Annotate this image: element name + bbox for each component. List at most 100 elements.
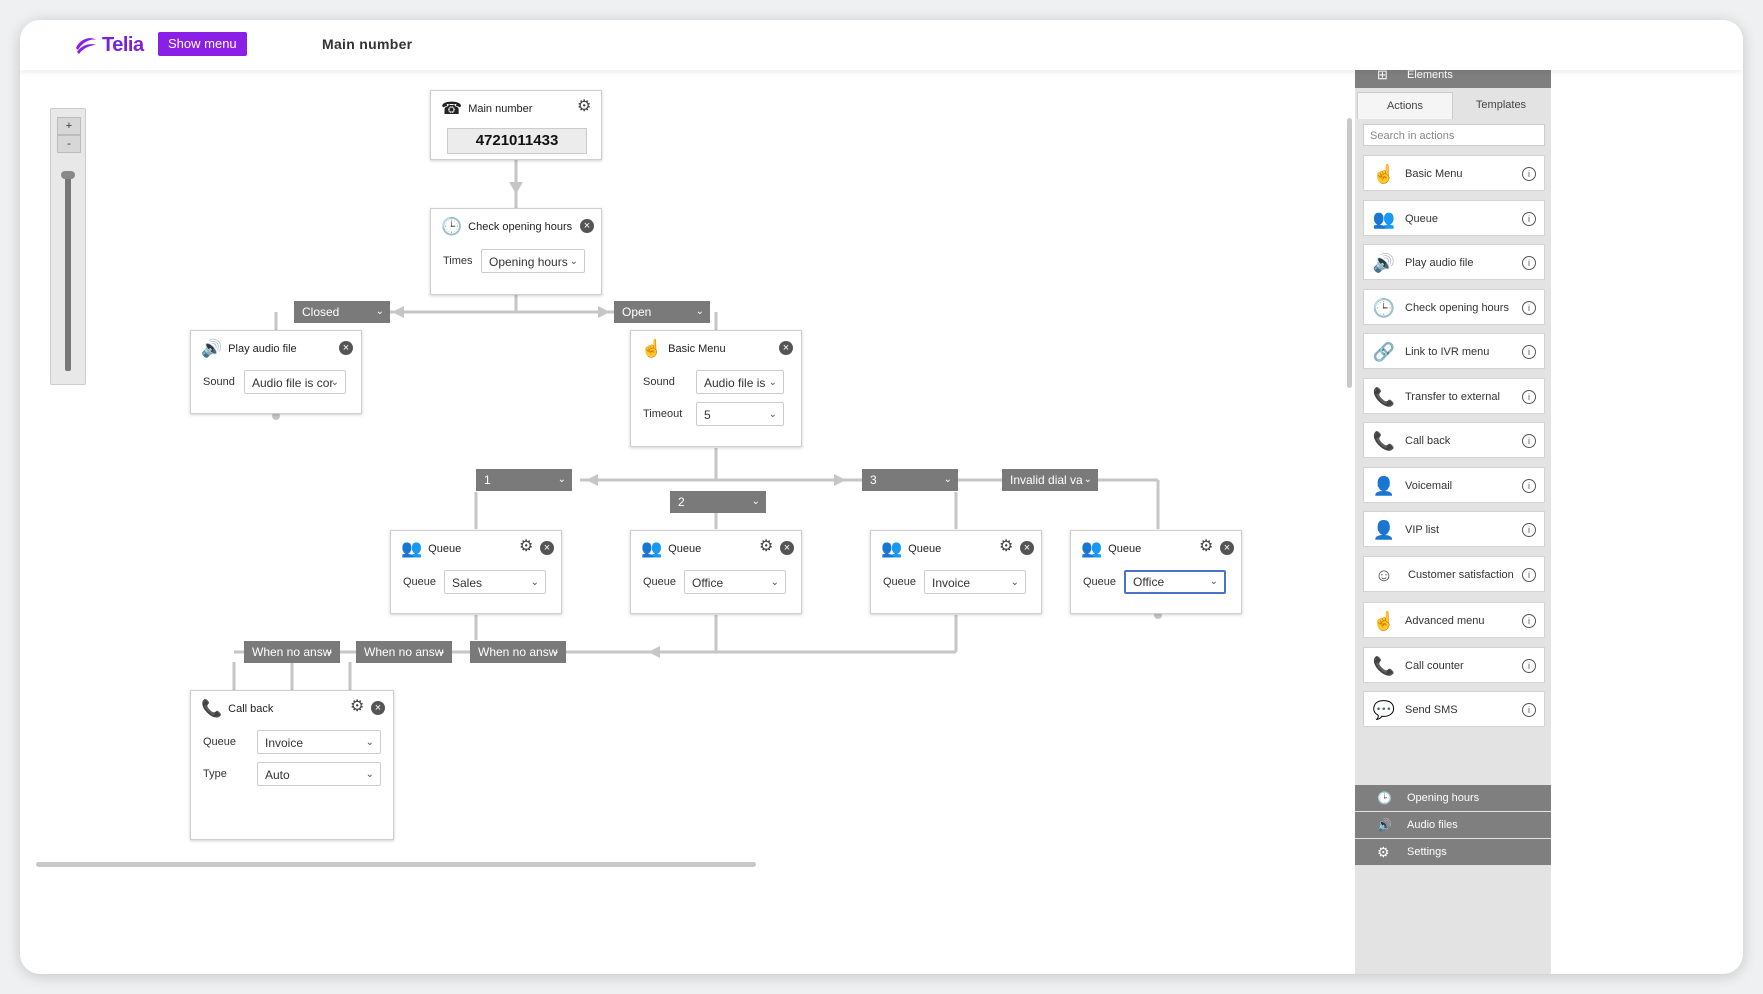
- action-link-to-ivr-menu[interactable]: 🔗 Link to IVR menu i: [1363, 333, 1545, 369]
- times-value: Opening hours: [489, 255, 568, 269]
- vertical-scrollbar[interactable]: [1347, 118, 1352, 388]
- queue-select[interactable]: Invoice ⌄: [257, 730, 381, 754]
- chevron-down-icon: ⌄: [330, 377, 339, 388]
- action-queue[interactable]: 👥 Queue i: [1363, 200, 1545, 236]
- action-vip-list[interactable]: 👤 VIP list i: [1363, 511, 1545, 547]
- action-basic-menu[interactable]: ☝ Basic Menu i: [1363, 155, 1545, 191]
- action-advanced-menu[interactable]: ☝ Advanced menu i: [1363, 602, 1545, 638]
- zoom-out-button[interactable]: -: [57, 135, 81, 153]
- zoom-in-button[interactable]: +: [57, 117, 81, 135]
- branch-invalid[interactable]: Invalid dial va ⌄: [1002, 469, 1098, 491]
- link-icon: 🔗: [1372, 342, 1396, 362]
- action-send-sms[interactable]: 💬 Send SMS i: [1363, 691, 1545, 727]
- play-audio-file-node[interactable]: 🔊 Play audio file × Sound Audio file is …: [190, 330, 362, 414]
- clock-icon: 🕒: [1372, 298, 1396, 318]
- action-transfer-to-external[interactable]: 📞 Transfer to external i: [1363, 378, 1545, 414]
- smiley-icon: ☺: [1374, 565, 1394, 585]
- queue-node-4[interactable]: 👥 Queue ⚙ × Queue Office ⌄: [1070, 530, 1242, 614]
- info-icon[interactable]: i: [1522, 568, 1536, 582]
- check-opening-hours-node[interactable]: 🕒 Check opening hours × Times Opening ho…: [430, 208, 602, 295]
- node-title: Play audio file: [228, 343, 297, 355]
- info-icon[interactable]: i: [1522, 479, 1536, 493]
- close-icon[interactable]: ×: [339, 341, 353, 355]
- settings-panel[interactable]: ⚙ Settings: [1355, 839, 1551, 865]
- queue-node-1[interactable]: 👥 Queue ⚙ × Queue Sales ⌄: [390, 530, 562, 614]
- node-title: Call back: [228, 703, 274, 715]
- info-icon[interactable]: i: [1522, 390, 1536, 404]
- sound-select[interactable]: Audio file is ⌄: [696, 370, 784, 394]
- gear-icon[interactable]: ⚙: [577, 98, 592, 115]
- action-call-back[interactable]: 📞 Call back i: [1363, 422, 1545, 458]
- queue-node-3[interactable]: 👥 Queue ⚙ × Queue Invoice ⌄: [870, 530, 1042, 614]
- logo-text: Telia: [102, 33, 144, 56]
- info-icon[interactable]: i: [1522, 256, 1536, 270]
- branch-no-answer-3[interactable]: When no answ ⌄: [470, 641, 566, 663]
- close-icon[interactable]: ×: [1020, 541, 1034, 555]
- opening-hours-panel[interactable]: 🕒 Opening hours: [1355, 785, 1551, 811]
- gear-icon[interactable]: ⚙: [759, 538, 774, 555]
- branch-2[interactable]: 2 ⌄: [670, 491, 766, 513]
- branch-open[interactable]: Open ⌄: [614, 301, 710, 323]
- sound-select[interactable]: Audio file is cor ⌄: [244, 370, 346, 394]
- branch-closed[interactable]: Closed ⌄: [294, 301, 390, 323]
- action-check-opening-hours[interactable]: 🕒 Check opening hours i: [1363, 289, 1545, 325]
- action-voicemail[interactable]: 👤 Voicemail i: [1363, 467, 1545, 503]
- panel-label: Opening hours: [1407, 792, 1480, 804]
- gear-icon[interactable]: ⚙: [519, 538, 534, 555]
- queue-select[interactable]: Office ⌄: [1124, 570, 1226, 594]
- show-menu-button[interactable]: Show menu: [158, 32, 247, 56]
- horizontal-scrollbar[interactable]: [36, 862, 756, 867]
- branch-3[interactable]: 3 ⌄: [862, 469, 958, 491]
- info-icon[interactable]: i: [1522, 703, 1536, 717]
- times-select[interactable]: Opening hours ⌄: [481, 249, 585, 273]
- action-call-counter[interactable]: 📞 Call counter i: [1363, 647, 1545, 683]
- zoom-slider-track[interactable]: [65, 171, 71, 371]
- telia-logo[interactable]: Telia: [74, 32, 144, 58]
- info-icon[interactable]: i: [1522, 301, 1536, 315]
- panel-label: Audio files: [1407, 819, 1458, 831]
- info-icon[interactable]: i: [1522, 523, 1536, 537]
- close-icon[interactable]: ×: [371, 701, 385, 715]
- gear-icon[interactable]: ⚙: [1199, 538, 1214, 555]
- close-icon[interactable]: ×: [779, 341, 793, 355]
- queue-node-2[interactable]: 👥 Queue ⚙ × Queue Office ⌄: [630, 530, 802, 614]
- call-back-node[interactable]: 📞 Call back ⚙ × Queue Invoice ⌄ Type Aut…: [190, 690, 394, 840]
- main-number-node[interactable]: ☎ Main number ⚙ 4721011433: [430, 90, 602, 160]
- info-icon[interactable]: i: [1522, 659, 1536, 673]
- zoom-slider-handle[interactable]: [61, 171, 75, 179]
- tab-templates[interactable]: Templates: [1475, 99, 1527, 111]
- gear-icon[interactable]: ⚙: [350, 698, 365, 715]
- close-icon[interactable]: ×: [540, 541, 554, 555]
- audio-files-panel[interactable]: 🔊 Audio files: [1355, 812, 1551, 838]
- tab-actions[interactable]: Actions: [1357, 92, 1453, 119]
- branch-label: When no answ: [364, 645, 444, 659]
- close-icon[interactable]: ×: [580, 219, 594, 233]
- close-icon[interactable]: ×: [1220, 541, 1234, 555]
- branch-no-answer-1[interactable]: When no answ ⌄: [244, 641, 340, 663]
- queue-select[interactable]: Invoice ⌄: [924, 570, 1026, 594]
- queue-select[interactable]: Sales ⌄: [444, 570, 546, 594]
- info-icon[interactable]: i: [1522, 212, 1536, 226]
- info-icon[interactable]: i: [1522, 345, 1536, 359]
- search-actions-input[interactable]: Search in actions: [1363, 124, 1545, 146]
- action-label: Basic Menu: [1405, 168, 1463, 180]
- telia-logo-icon: [76, 38, 96, 54]
- timeout-select[interactable]: 5 ⌄: [696, 402, 784, 426]
- info-icon[interactable]: i: [1522, 434, 1536, 448]
- clock-icon: 🕒: [441, 217, 463, 236]
- info-icon[interactable]: i: [1522, 167, 1536, 181]
- action-play-audio-file[interactable]: 🔊 Play audio file i: [1363, 244, 1545, 280]
- basic-menu-node[interactable]: ☝ Basic Menu × Sound Audio file is ⌄ Tim…: [630, 330, 802, 447]
- chevron-down-icon: ⌄: [569, 256, 578, 267]
- queue-label: Queue: [643, 576, 677, 588]
- gear-icon[interactable]: ⚙: [999, 538, 1014, 555]
- info-icon[interactable]: i: [1522, 614, 1536, 628]
- type-select[interactable]: Auto ⌄: [257, 762, 381, 786]
- branch-no-answer-2[interactable]: When no answ ⌄: [356, 641, 452, 663]
- action-customer-satisfaction[interactable]: ☺ Customer satisfaction i: [1363, 556, 1545, 592]
- close-icon[interactable]: ×: [780, 541, 794, 555]
- queue-select[interactable]: Office ⌄: [684, 570, 786, 594]
- branch-1[interactable]: 1 ⌄: [476, 469, 572, 491]
- queue-value: Office: [692, 576, 724, 590]
- node-header: 🕒 Check opening hours: [441, 217, 572, 237]
